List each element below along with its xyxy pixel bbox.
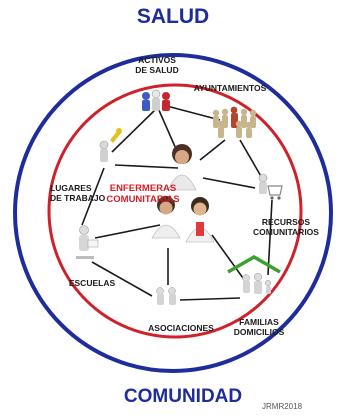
link-lugares-activos (111, 109, 156, 153)
link-activos-ayuntamientos (162, 104, 221, 121)
title-salud: SALUD (122, 6, 224, 28)
link-nurses-recursos (202, 177, 256, 189)
label-lugares-de-trabajo: LUGARES DE TRABAJO (50, 183, 106, 203)
network-links (81, 104, 273, 301)
link-escuelas-nurses (94, 224, 161, 239)
title-comunidad: COMUNIDAD (110, 385, 256, 409)
link-asociaciones-familias (179, 297, 241, 301)
link-escuelas-asociaciones (91, 261, 153, 297)
link-familias-recursos (267, 199, 273, 276)
link-lugares-nurses (114, 164, 179, 169)
community-resources-icon (258, 173, 283, 200)
school-icon (76, 225, 99, 259)
associations-icon (156, 287, 176, 305)
label-recursos-comunitarios: RECURSOS COMUNITARIOS (253, 217, 319, 237)
link-lugares-escuelas (81, 167, 105, 226)
family-home-icon (227, 254, 281, 294)
label-ayuntamientos: AYUNTAMIENTOS (193, 83, 267, 93)
link-ayuntamientos-nurses (199, 139, 226, 161)
label-escuelas: ESCUELAS (68, 278, 116, 288)
label-familias-domicilios: FAMILIAS DOMICILIOS (233, 317, 285, 337)
label-enfermeras-comunitarias: ENFERMERAS COMUNITARIAS (106, 183, 180, 205)
outer-community-circle (13, 53, 333, 373)
health-assets-icon (142, 89, 170, 111)
author-credit: JRMR2018 (262, 402, 303, 411)
workplace-icon (99, 128, 122, 162)
link-nurses-familias (211, 234, 249, 286)
inner-health-circle (47, 83, 303, 339)
label-asociaciones: ASOCIACIONES (148, 323, 214, 333)
nurses-icon (151, 144, 215, 243)
town-council-icon (212, 106, 257, 138)
link-ayuntamientos-recursos (239, 139, 263, 179)
label-activos-de-salud: ACTIVOS DE SALUD (135, 55, 179, 75)
